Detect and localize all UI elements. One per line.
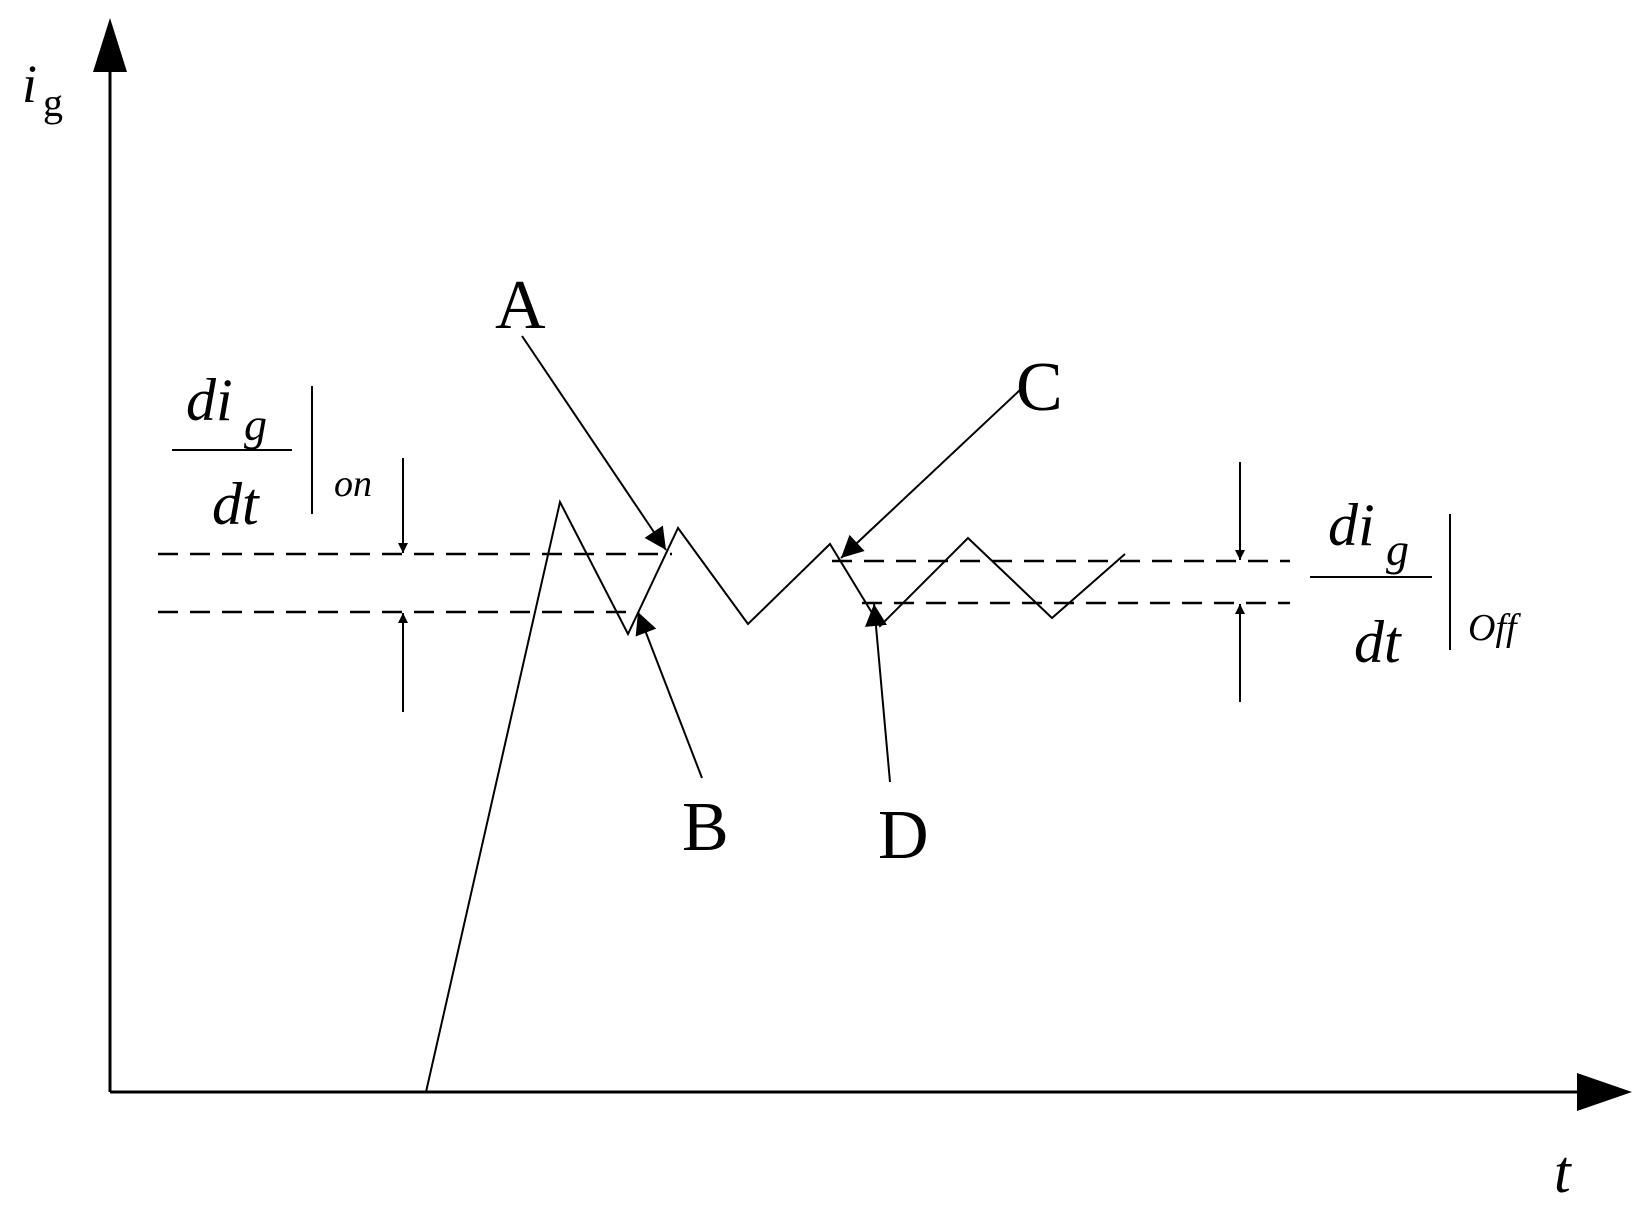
point-label-d: D [878, 797, 929, 874]
y-axis-label: i [22, 54, 37, 114]
didt-off-denominator: dt [1354, 609, 1402, 675]
point-label-a: A [495, 267, 546, 344]
point-label-b: B [682, 789, 729, 866]
y-axis-label-subscript: g [43, 80, 63, 125]
x-axis-arrowhead [1577, 1073, 1632, 1111]
threshold-lines [158, 552, 1290, 614]
didt-on-qualifier: on [334, 463, 372, 505]
leader-arrow-d [865, 603, 891, 783]
leader-arrow-a [521, 335, 667, 551]
didt-off-annotation: di g dt Off [1310, 492, 1521, 675]
didt-on-denominator: dt [212, 471, 260, 537]
x-axis-label: t [1554, 1139, 1572, 1205]
didt-off-qualifier: Off [1468, 607, 1521, 649]
leader-arrows [521, 335, 1021, 783]
current-waveform [425, 499, 1126, 1093]
point-label-c: C [1016, 349, 1063, 426]
didt-on-numerator-subscript: g [244, 399, 267, 450]
didt-on-numerator: di [186, 367, 233, 433]
didt-off-numerator: di [1328, 492, 1375, 558]
didt-on-annotation: di g dt on [172, 367, 372, 537]
leader-arrow-c [840, 389, 1021, 559]
y-axis-arrowhead [93, 18, 127, 72]
didt-off-numerator-subscript: g [1386, 524, 1409, 575]
leader-arrow-b [635, 611, 703, 779]
